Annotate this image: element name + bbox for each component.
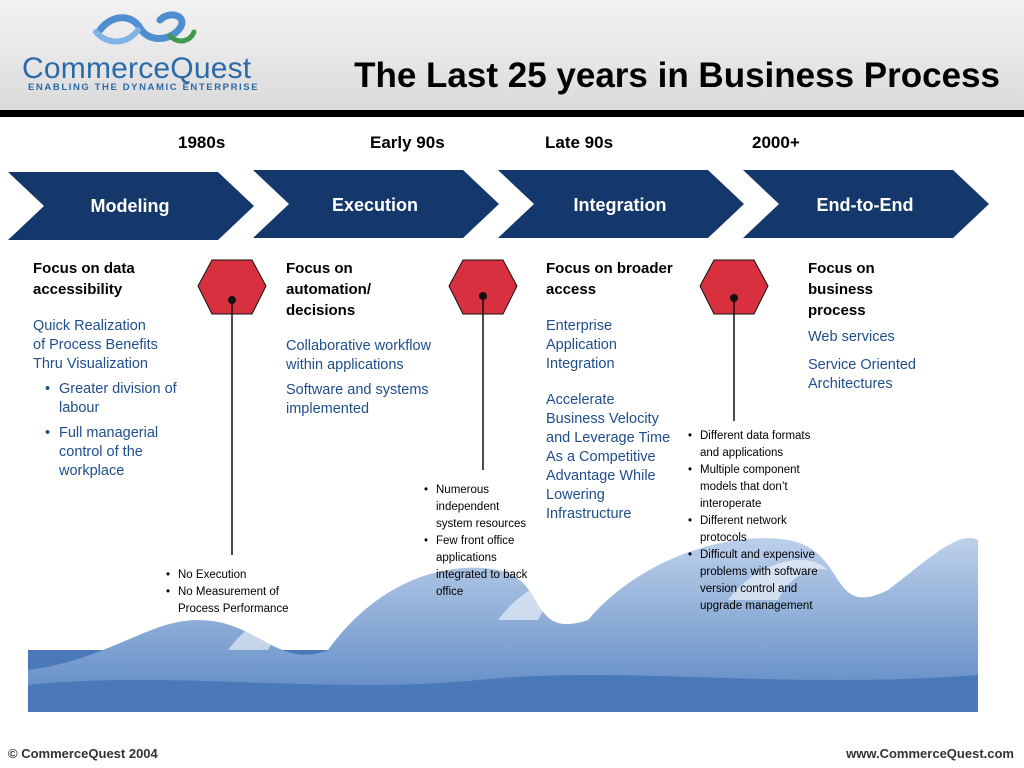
- body-paragraph: Accelerate Business Velocity and Leverag…: [546, 392, 671, 522]
- note-item: Few front office applications integrated…: [424, 533, 536, 601]
- column-body-modeling: Quick Realization of Process Benefits Th…: [33, 317, 203, 487]
- stop-sign-icon: [448, 259, 518, 470]
- column-heading-integration: Focus on broader access: [546, 260, 673, 298]
- footer-copyright: © CommerceQuest 2004: [8, 746, 158, 761]
- chevron-end-to-end: [743, 170, 989, 238]
- note-item: No Measurement of Process Performance: [166, 584, 306, 618]
- footer-url-link[interactable]: www.CommerceQuest.com: [846, 746, 1014, 761]
- list-item: Full managerial control of the workplace: [33, 424, 203, 481]
- column-heading-end-to-end: Focus on business process: [808, 260, 875, 319]
- header-banner: CommerceQuest ENABLING THE DYNAMIC ENTER…: [0, 0, 1024, 112]
- chevron-modeling: [8, 172, 254, 240]
- note-item: Different data formats and applications: [688, 428, 828, 462]
- column-heading-execution: Focus on automation/ decisions: [286, 260, 371, 319]
- page-title: The Last 25 years in Business Process: [354, 56, 1000, 95]
- logo-tagline: ENABLING THE DYNAMIC ENTERPRISE: [28, 82, 260, 93]
- logo-wordmark: CommerceQuest: [22, 52, 252, 85]
- body-line: Thru Visualization: [33, 356, 148, 372]
- phase-label-modeling: Modeling: [90, 196, 170, 216]
- issue-note-integration: Different data formats and applications …: [688, 428, 828, 615]
- chevron-integration: [498, 170, 744, 238]
- phase-label-end-to-end: End-to-End: [816, 195, 914, 215]
- note-item: Difficult and expensive problems with so…: [688, 547, 828, 615]
- list-item-text: Greater division of labour: [59, 381, 177, 416]
- body-paragraph: Service Oriented Architectures: [808, 357, 916, 392]
- body-line: Quick Realization: [33, 318, 146, 334]
- header-divider: [0, 110, 1024, 117]
- phase-chevrons: [8, 170, 989, 240]
- era-label-1980s: 1980s: [178, 133, 226, 152]
- list-item: Greater division of labour: [33, 380, 203, 418]
- stop-sign-icon: [699, 259, 769, 421]
- era-label-late-90s: Late 90s: [545, 133, 614, 152]
- phase-label-execution: Execution: [331, 195, 419, 215]
- body-paragraph: Enterprise Application Integration: [546, 318, 617, 372]
- column-body-integration: Enterprise Application Integration Accel…: [546, 317, 674, 530]
- body-paragraph: Collaborative workflow within applicatio…: [286, 338, 432, 373]
- issue-note-execution: Numerous independent system resources Fe…: [424, 482, 536, 601]
- era-label-early-90s: Early 90s: [370, 133, 445, 152]
- body-paragraph: Web services: [808, 329, 895, 345]
- list-item-text: Full managerial control of the workplace: [59, 425, 159, 479]
- phase-label-integration: Integration: [573, 195, 667, 215]
- logo-swirl-icon: [93, 11, 197, 45]
- column-body-execution: Collaborative workflow within applicatio…: [286, 337, 456, 425]
- body-line: of Process Benefits: [33, 337, 158, 353]
- note-item: Numerous independent system resources: [424, 482, 536, 533]
- note-item: No Execution: [166, 567, 306, 584]
- chevron-execution: [253, 170, 499, 238]
- column-heading-modeling: Focus on data accessibility: [33, 260, 135, 298]
- column-body-end-to-end: Web services Service Oriented Architectu…: [808, 328, 938, 400]
- body-paragraph: Software and systems implemented: [286, 382, 429, 417]
- era-label-2000: 2000+: [752, 133, 800, 152]
- note-item: Multiple component models that don’t int…: [688, 462, 828, 513]
- issue-note-modeling: No Execution No Measurement of Process P…: [166, 567, 306, 618]
- stop-sign-icon: [197, 259, 267, 555]
- note-item: Different network protocols: [688, 513, 828, 547]
